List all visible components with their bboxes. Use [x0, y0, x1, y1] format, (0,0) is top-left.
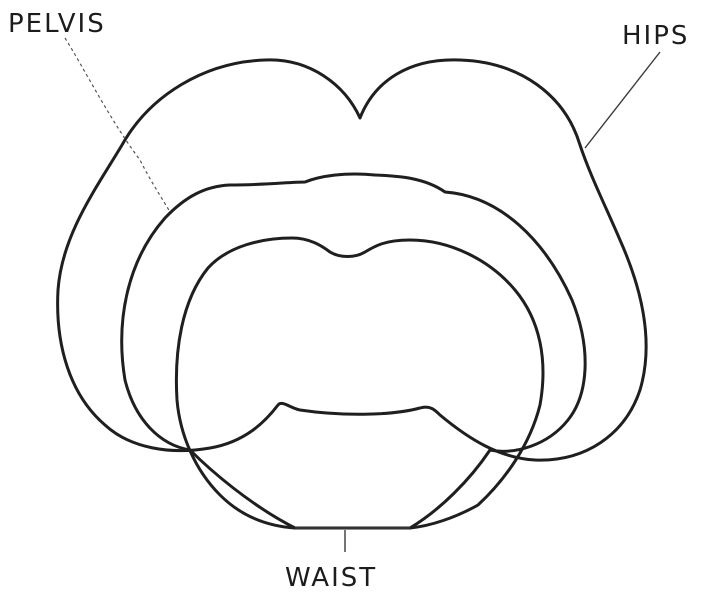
pelvis-leader-line: [65, 38, 170, 212]
waist-label: WAIST: [285, 563, 377, 593]
pelvis-label: PELVIS: [8, 9, 106, 39]
waist-outline: [176, 238, 543, 528]
pelvis-outline: [122, 174, 585, 528]
hips-outline: [58, 60, 646, 460]
hips-leader-line: [585, 52, 660, 148]
hips-label: HIPS: [622, 21, 689, 51]
